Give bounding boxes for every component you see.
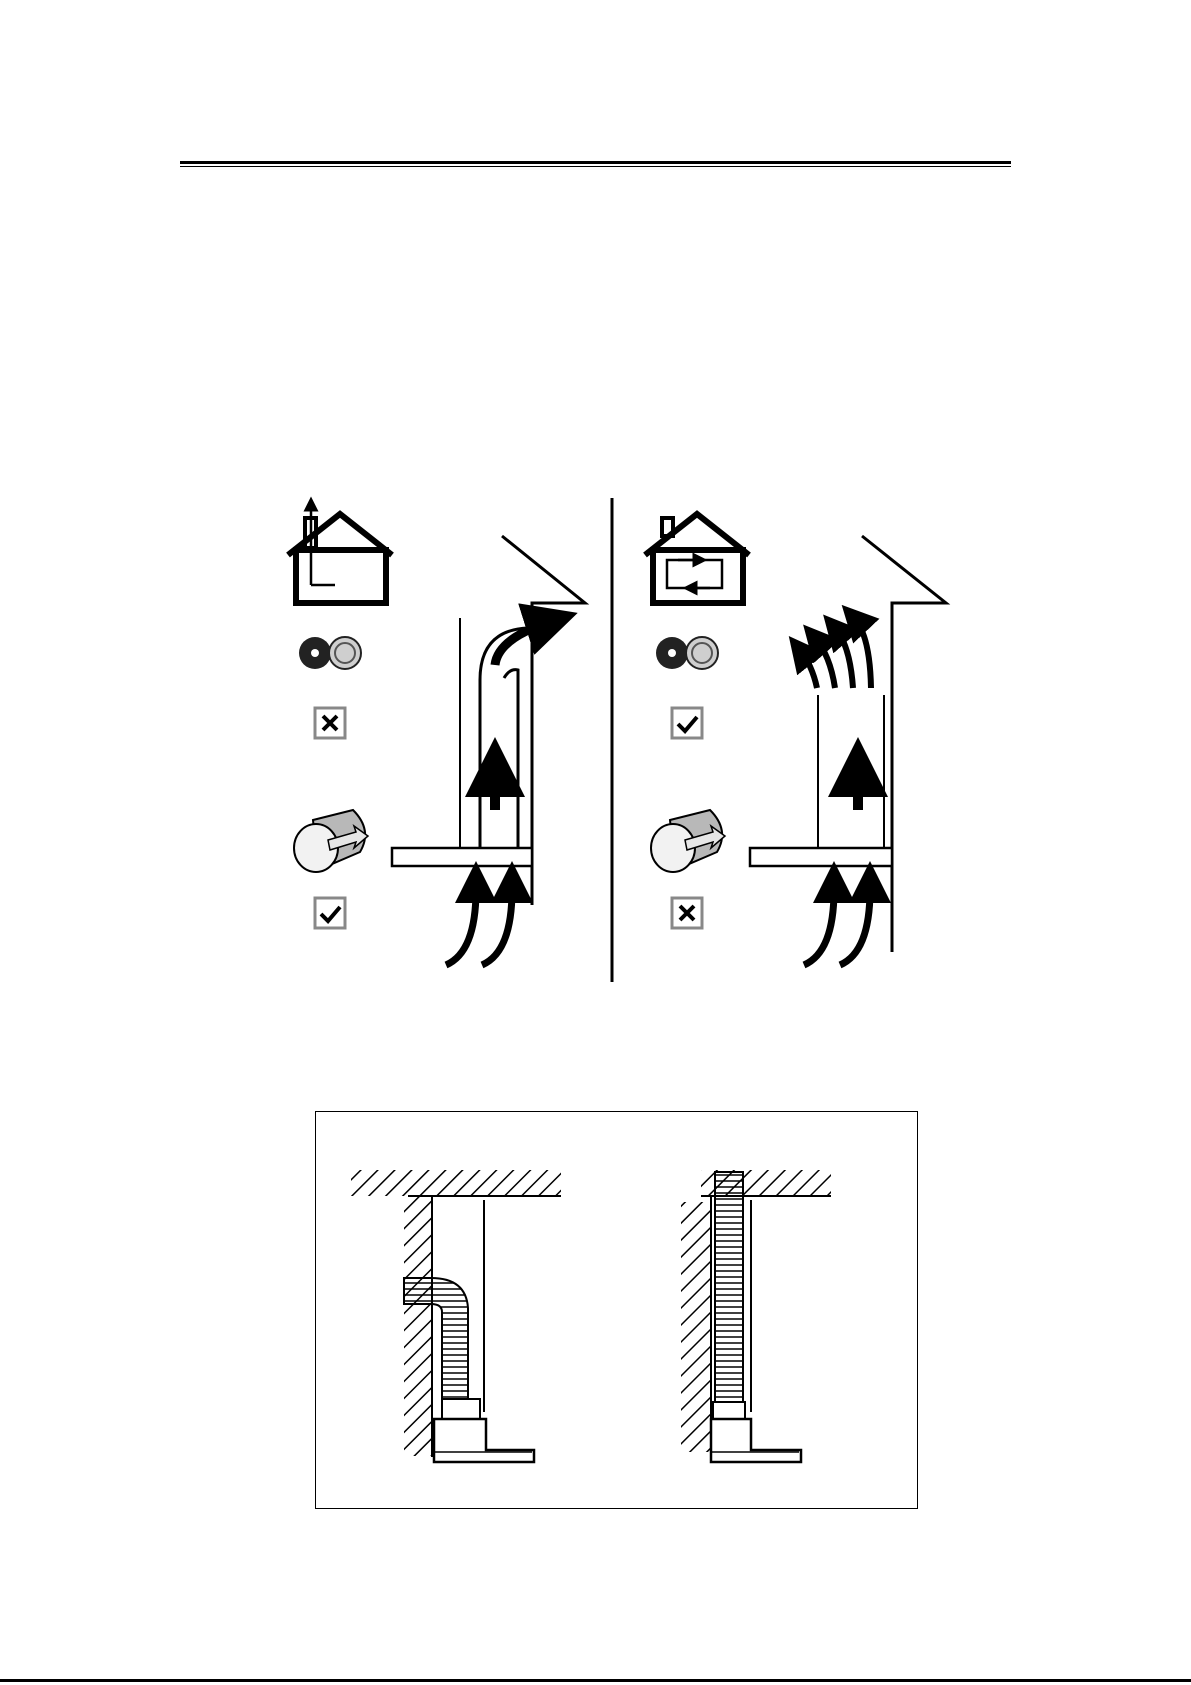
installation-examples-diagram [316,1112,916,1507]
extraction-room-drawing [392,536,585,965]
house-extraction-icon [288,504,392,603]
header-rule-thin [180,166,1011,167]
carbon-filter-icon [299,637,361,669]
check-status-icon [315,898,345,928]
duct-hose-icon [651,810,725,872]
ventilation-modes-diagram [270,490,960,990]
header-rule [180,161,1011,164]
bent-duct-installation [351,1170,561,1462]
straight-duct-installation [681,1170,831,1462]
house-recirculation-icon [645,514,749,603]
duct-hose-icon [294,810,368,872]
carbon-filter-icon [656,637,718,669]
cross-status-icon [672,898,702,928]
check-status-icon [672,708,702,738]
footer-rule [0,1679,1191,1682]
cross-status-icon [315,708,345,738]
recirculation-room-drawing [750,536,946,965]
installation-examples-frame [315,1111,918,1509]
